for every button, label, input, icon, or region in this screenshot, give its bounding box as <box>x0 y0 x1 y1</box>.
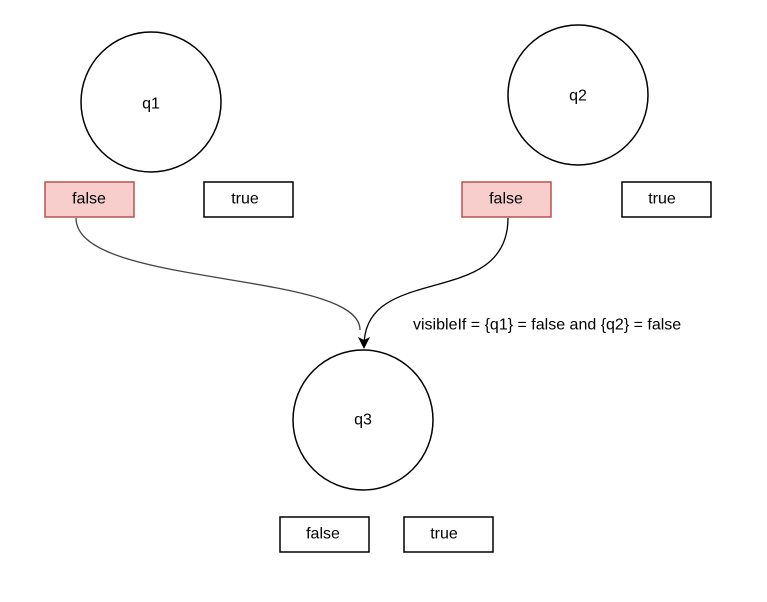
option-label: true <box>648 191 676 208</box>
option-q2-false[interactable]: false <box>461 181 552 218</box>
question-label: q2 <box>569 88 587 105</box>
question-label: q3 <box>354 412 372 429</box>
option-box[interactable] <box>461 181 552 218</box>
question-circle <box>80 31 222 173</box>
option-box[interactable] <box>621 181 712 218</box>
question-node-q3: q3 <box>292 349 434 491</box>
option-box[interactable] <box>44 181 135 218</box>
question-circle <box>292 349 434 491</box>
option-q1-false[interactable]: false <box>44 181 135 218</box>
option-label: true <box>231 191 259 208</box>
visibility-condition-label: visibleIf = {q1} = false and {q2} = fals… <box>413 317 681 334</box>
question-node-q1: q1 <box>80 31 222 173</box>
option-label: true <box>430 526 458 543</box>
question-label: q1 <box>142 96 160 113</box>
option-q3-true[interactable]: true <box>403 516 494 553</box>
edge-q2-false-to-q3 <box>358 217 509 349</box>
edge-q1-false-to-q3 <box>75 217 361 331</box>
option-label: false <box>306 526 340 543</box>
question-circle <box>507 24 649 166</box>
option-box[interactable] <box>279 516 370 553</box>
question-node-q2: q2 <box>507 24 649 166</box>
option-box[interactable] <box>203 181 294 218</box>
option-q2-true[interactable]: true <box>621 181 712 218</box>
option-q1-true[interactable]: true <box>203 181 294 218</box>
option-label: false <box>72 191 106 208</box>
option-box[interactable] <box>403 516 494 553</box>
option-label: false <box>489 191 523 208</box>
option-q3-false[interactable]: false <box>279 516 370 553</box>
